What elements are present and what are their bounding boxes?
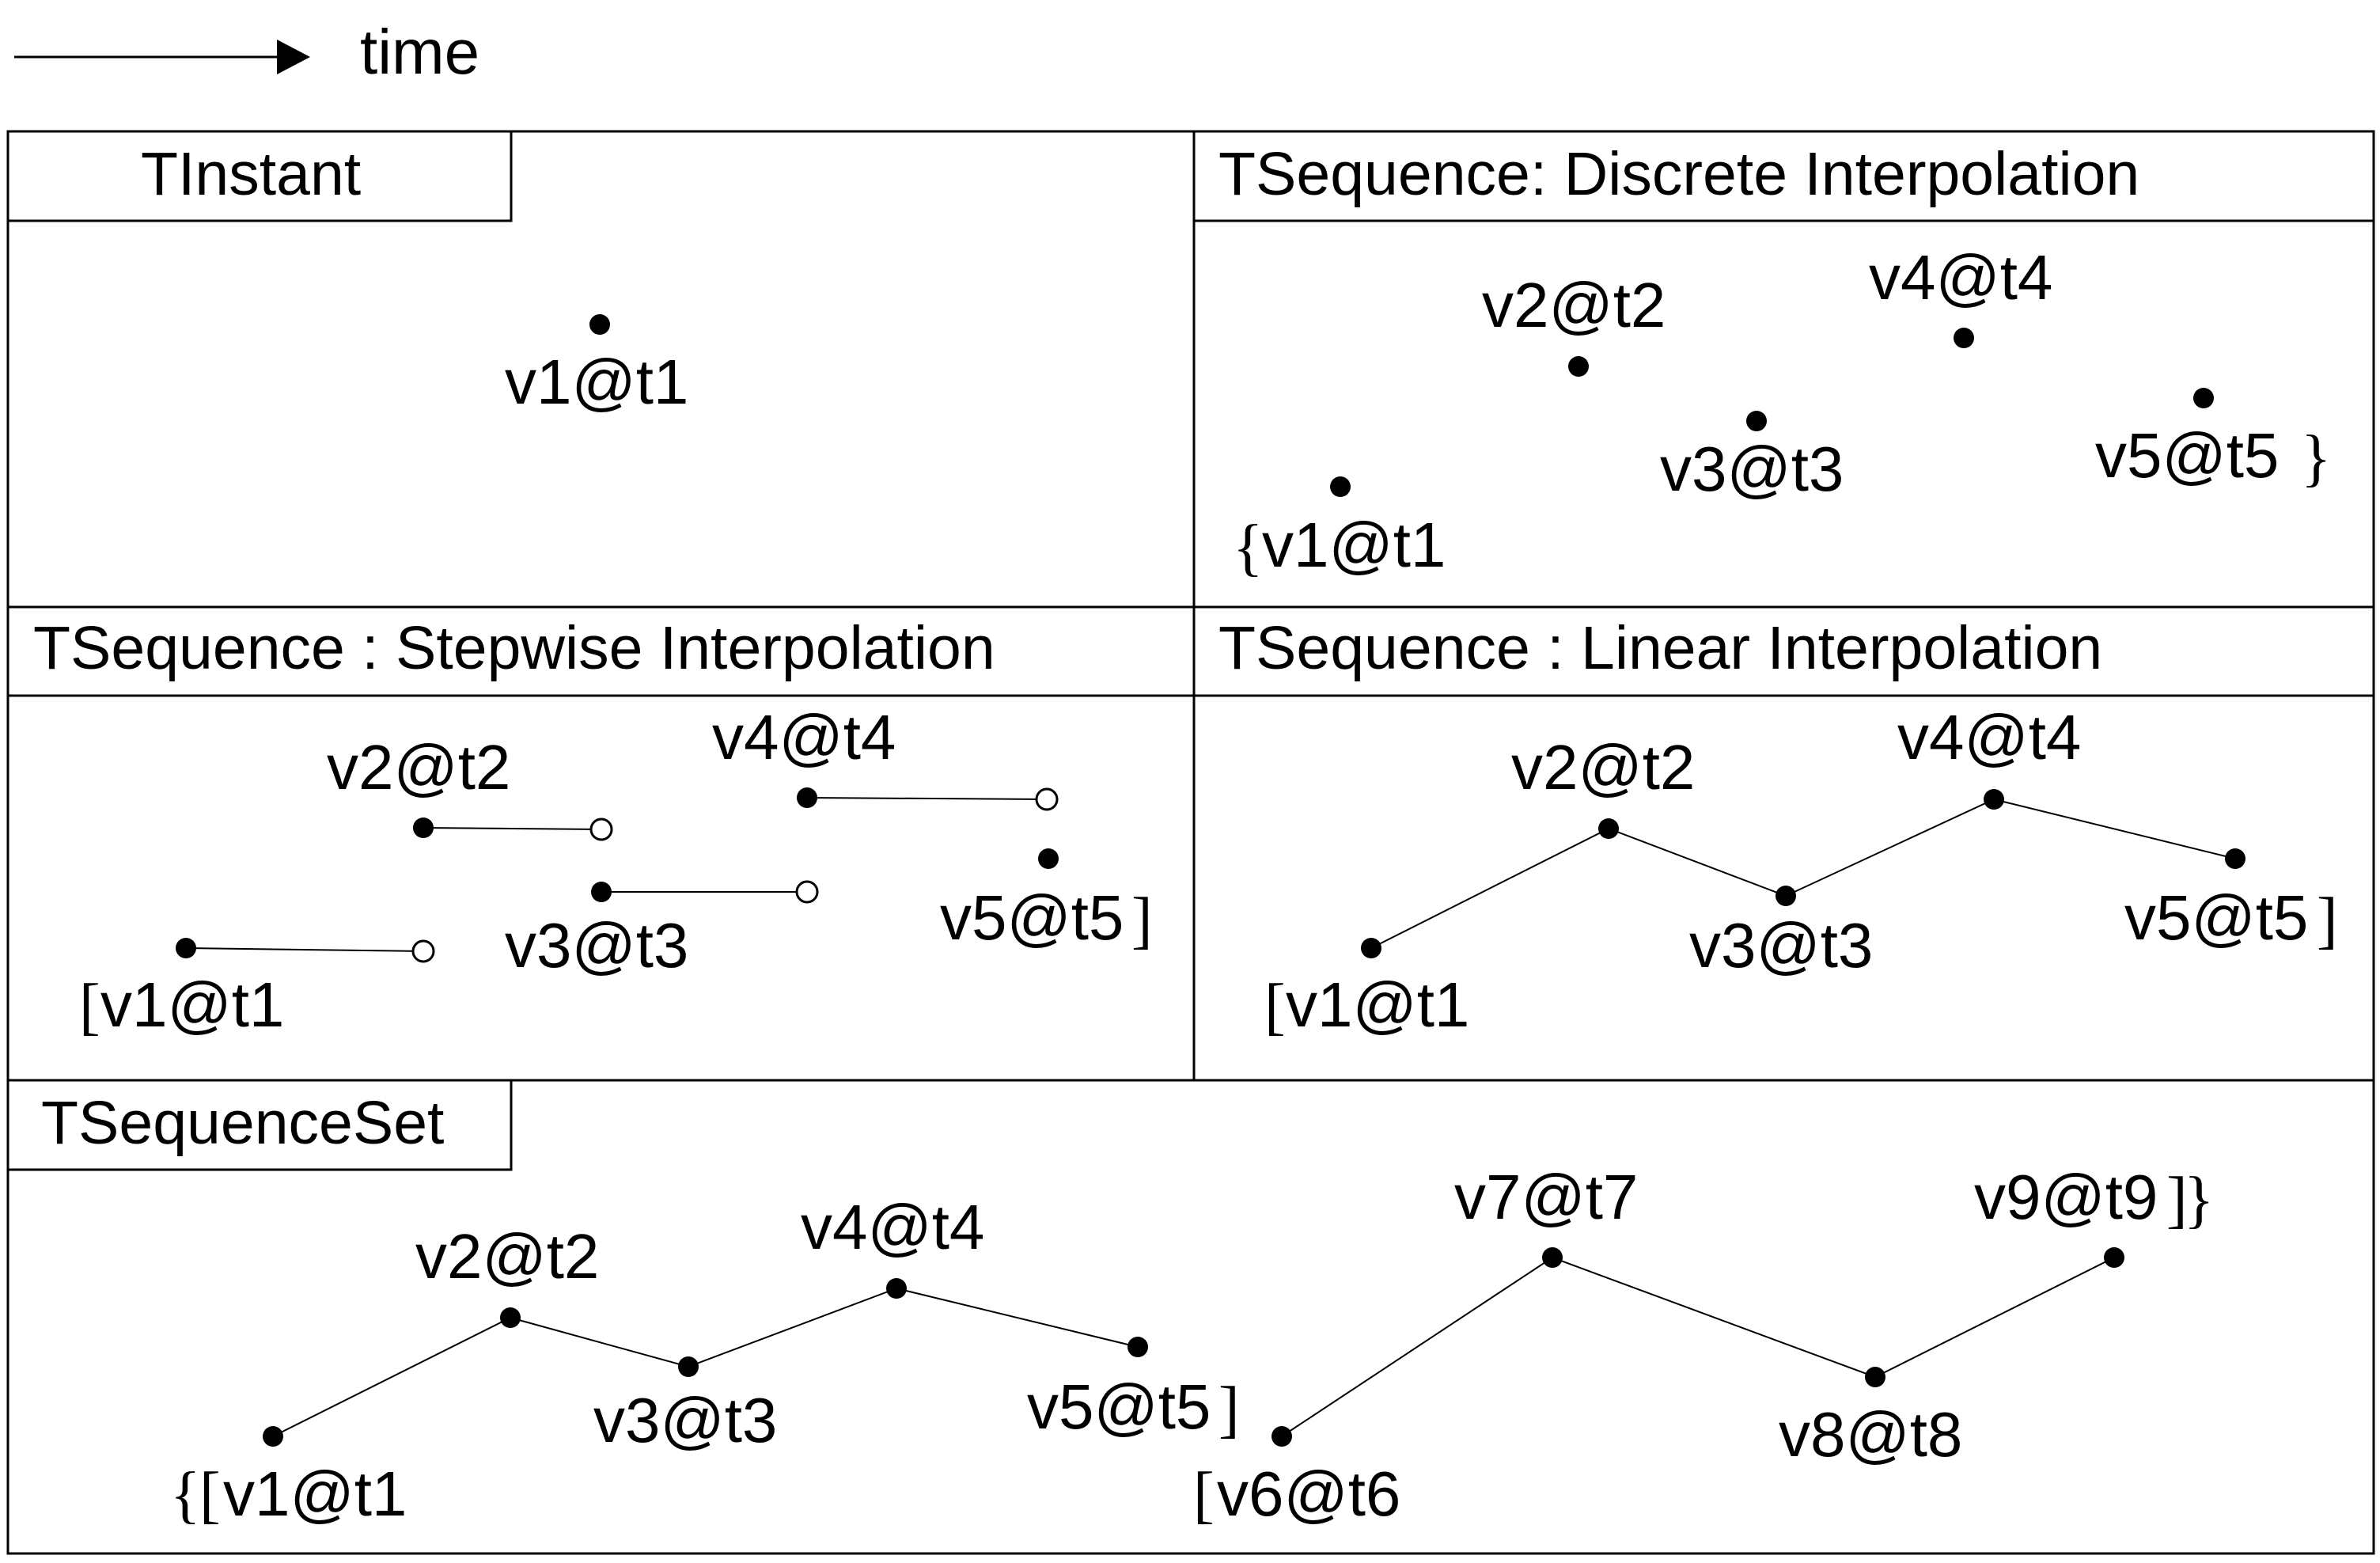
set-point-5 <box>1127 1337 1148 1357</box>
set-point-8 <box>1865 1367 1885 1387</box>
panel-title-tinstant: TInstant <box>141 140 361 208</box>
stepwise-close-bracket: ] <box>1131 886 1153 955</box>
set-close-bracket-1: ] <box>1218 1375 1240 1444</box>
time-label: time <box>360 17 479 87</box>
step-point-5 <box>1038 848 1059 869</box>
linear-label-2: v2@t2 <box>1511 732 1695 802</box>
discrete-label-5: v5@t5 <box>2095 420 2279 491</box>
title-box-sequenceset <box>6 1079 513 1171</box>
panel-title-discrete: TSequence: Discrete Interpolation <box>1218 140 2139 208</box>
set-label-4: v4@t4 <box>801 1192 984 1262</box>
set-point-6 <box>1271 1426 1292 1447</box>
step-point-2 <box>413 818 434 838</box>
discrete-close-bracket: } <box>2301 423 2331 493</box>
set-label-5: v5@t5 <box>1027 1371 1211 1442</box>
stepwise-label-3: v3@t3 <box>505 910 688 981</box>
step-point-1 <box>176 938 196 958</box>
discrete-label-2: v2@t2 <box>1482 270 1666 340</box>
discrete-open-bracket: { <box>1233 513 1263 582</box>
set-label-6: v6@t6 <box>1217 1459 1400 1529</box>
panel-title-sequenceset: TSequenceSet <box>41 1089 444 1157</box>
step-point-3 <box>591 882 612 902</box>
set-label-3: v3@t3 <box>593 1385 777 1455</box>
set-close-brace: } <box>2184 1165 2214 1235</box>
step-open-end-1 <box>411 939 435 963</box>
linear-point-4 <box>1984 789 2004 810</box>
set-open-bracket-2: [ <box>1193 1460 1215 1530</box>
panel-discrete: TSequence: Discrete Interpolation { v1@t… <box>1218 140 2331 582</box>
time-legend: time <box>14 17 479 87</box>
step-open-end-3 <box>795 880 819 904</box>
linear-point-5 <box>2225 848 2245 869</box>
set-label-9: v9@t9 <box>1974 1162 2158 1232</box>
set-point-4 <box>886 1278 907 1299</box>
set-point-1 <box>263 1426 283 1447</box>
linear-label-1: v1@t1 <box>1286 969 1469 1040</box>
linear-label-4: v4@t4 <box>1897 702 2081 772</box>
instant-point-1 <box>589 314 610 335</box>
set-label-8: v8@t8 <box>1779 1399 1962 1470</box>
set-close-bracket-2: ] <box>2166 1165 2188 1235</box>
step-open-end-4 <box>1035 787 1059 811</box>
linear-point-1 <box>1361 938 1381 958</box>
set-point-2 <box>500 1307 521 1328</box>
panel-linear: TSequence : Linear Interpolation [ v1@t1… <box>1218 614 2338 1041</box>
step-segment-2 <box>423 827 602 830</box>
discrete-point-1 <box>1330 476 1351 497</box>
panel-title-stepwise: TSequence : Stepwise Interpolation <box>33 614 995 682</box>
panel-stepwise: TSequence : Stepwise Interpolation [ v1@… <box>33 614 1153 1041</box>
linear-close-bracket: ] <box>2317 886 2338 955</box>
linear-label-5: v5@t5 <box>2124 882 2308 953</box>
discrete-label-3: v3@t3 <box>1660 434 1844 504</box>
stepwise-label-1: v1@t1 <box>100 969 284 1040</box>
set-point-3 <box>678 1356 699 1377</box>
linear-point-2 <box>1598 818 1619 839</box>
stepwise-label-5: v5@t5 <box>940 882 1124 953</box>
linear-point-3 <box>1776 886 1796 906</box>
outer-frame <box>6 130 2375 1555</box>
sequenceset-line-2 <box>1281 1256 2115 1437</box>
set-open-bracket-1: [ <box>199 1460 221 1530</box>
panel-sequenceset: TSequenceSet { [ v1@t1 v2@t2 v3@t3 v4@t4… <box>41 1089 2214 1530</box>
step-segment-1 <box>185 947 424 952</box>
set-label-1: v1@t1 <box>223 1459 407 1529</box>
step-point-4 <box>797 787 817 808</box>
discrete-point-2 <box>1568 356 1589 377</box>
set-label-7: v7@t7 <box>1454 1162 1638 1232</box>
instant-label-1: v1@t1 <box>505 347 688 417</box>
step-open-end-2 <box>589 818 613 841</box>
set-open-brace: { <box>170 1460 200 1530</box>
panel-frames <box>6 130 2375 1555</box>
stepwise-label-4: v4@t4 <box>712 702 896 772</box>
discrete-label-1: v1@t1 <box>1262 510 1446 580</box>
stepwise-label-2: v2@t2 <box>327 732 510 802</box>
time-arrow-head <box>277 40 310 74</box>
stepwise-open-bracket: [ <box>79 972 100 1041</box>
set-label-2: v2@t2 <box>415 1221 599 1292</box>
set-point-7 <box>1542 1247 1563 1268</box>
panel-tinstant: TInstant v1@t1 <box>141 140 688 417</box>
linear-open-bracket: [ <box>1264 972 1286 1041</box>
discrete-label-4: v4@t4 <box>1869 242 2052 313</box>
discrete-point-5 <box>2193 388 2214 408</box>
linear-label-3: v3@t3 <box>1689 910 1873 981</box>
discrete-point-4 <box>1954 328 1974 348</box>
step-segment-4 <box>806 797 1048 800</box>
set-point-9 <box>2104 1247 2124 1268</box>
panel-title-linear: TSequence : Linear Interpolation <box>1218 614 2102 682</box>
discrete-point-3 <box>1746 411 1767 431</box>
title-box-tinstant <box>6 130 513 222</box>
